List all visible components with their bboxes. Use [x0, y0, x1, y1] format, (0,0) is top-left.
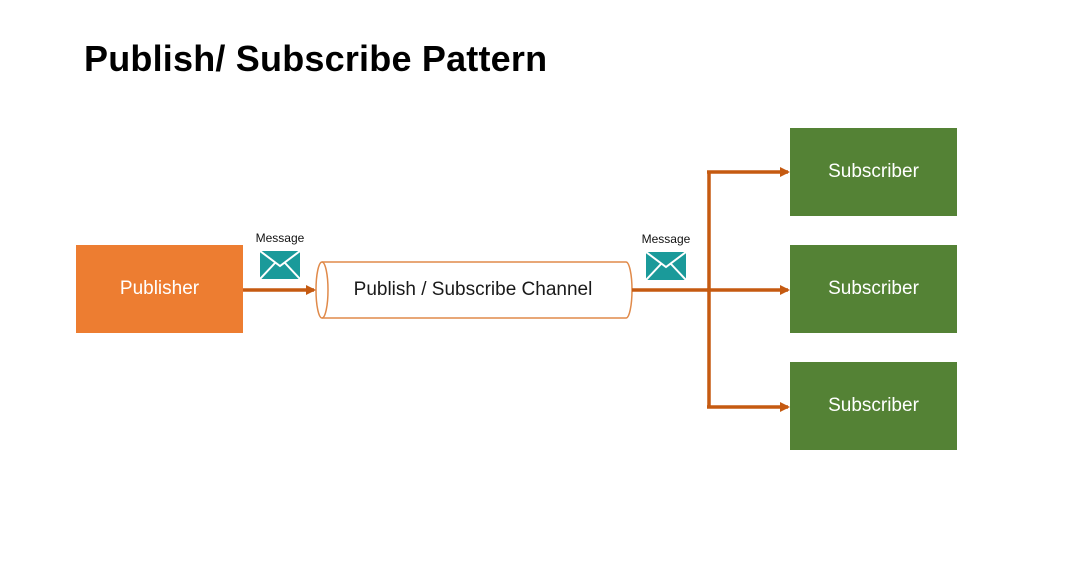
publisher-box: Publisher: [76, 245, 243, 333]
subscriber-label: Subscriber: [828, 161, 919, 182]
message-label: Message: [641, 232, 691, 246]
subscriber-label: Subscriber: [828, 395, 919, 416]
channel-cylinder: [315, 261, 633, 319]
channel-label: Publish / Subscribe Channel: [353, 279, 593, 300]
subscriber-label: Subscriber: [828, 278, 919, 299]
subscriber-box: Subscriber: [790, 245, 957, 333]
envelope-icon: [259, 250, 301, 280]
publisher-label: Publisher: [119, 278, 200, 299]
message-label: Message: [255, 231, 305, 245]
subscriber-box: Subscriber: [790, 128, 957, 216]
page-title: Publish/ Subscribe Pattern: [84, 38, 548, 79]
subscriber-box: Subscriber: [790, 362, 957, 450]
envelope-icon: [645, 251, 687, 281]
